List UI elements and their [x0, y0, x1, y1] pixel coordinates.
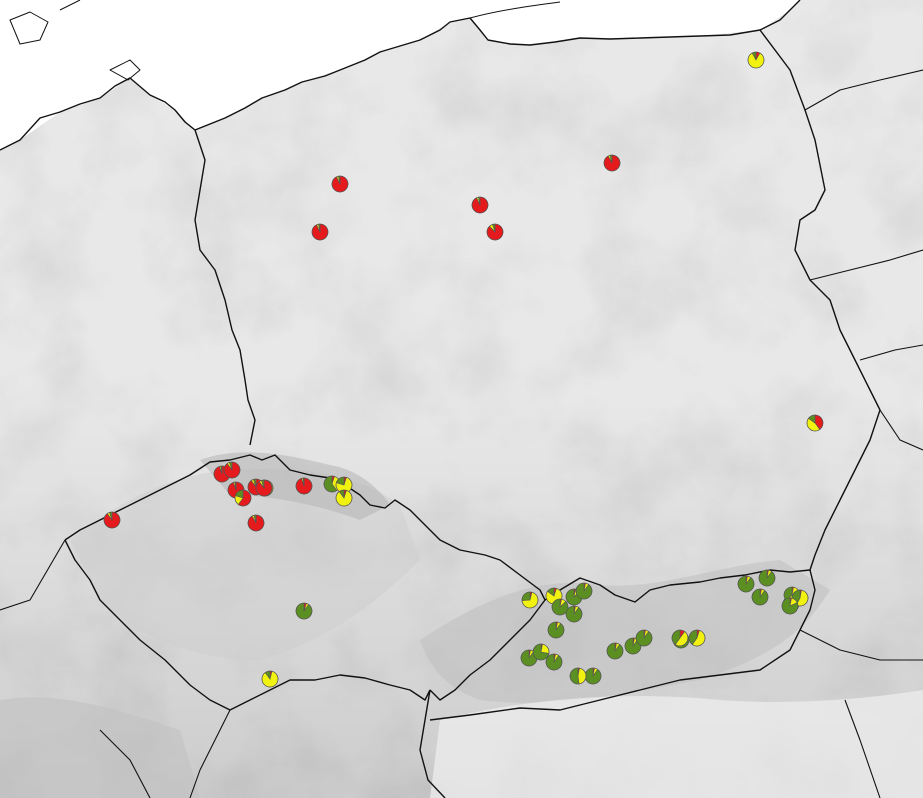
pie-outline [551, 598, 569, 616]
pie-marker-sk-20[interactable] [758, 569, 776, 587]
pie-marker-north-4[interactable] [311, 223, 329, 241]
pie-marker-north-3[interactable] [471, 196, 489, 214]
pie-marker-sudetes-2[interactable] [223, 461, 241, 479]
pie-outline [335, 489, 353, 507]
pie-marker-sk-19[interactable] [671, 629, 689, 647]
pie-marker-ne-border[interactable] [747, 51, 765, 69]
pie-outline [234, 489, 252, 507]
pie-outline [751, 588, 769, 606]
pie-outline [575, 582, 593, 600]
pie-marker-sudetes-12[interactable] [335, 489, 353, 507]
pie-outline [295, 602, 313, 620]
pie-marker-sk-6[interactable] [565, 605, 583, 623]
pie-outline [624, 637, 642, 655]
pie-outline [532, 643, 550, 661]
pie-chart-markers [103, 51, 824, 688]
pie-marker-north-2[interactable] [331, 175, 349, 193]
pie-marker-sudetes-8[interactable] [295, 477, 313, 495]
pie-marker-east-1[interactable] [806, 414, 824, 432]
pie-outline [688, 629, 706, 647]
pie-outline [545, 653, 563, 671]
pie-marker-sk-3[interactable] [551, 598, 569, 616]
pie-outline [103, 511, 121, 529]
pie-marker-sudetes-9[interactable] [103, 511, 121, 529]
pie-marker-sk-25[interactable] [781, 597, 799, 615]
pie-outline [547, 621, 565, 639]
pie-outline [747, 51, 765, 69]
pie-outline [635, 629, 653, 647]
pie-marker-sudetes-4[interactable] [234, 489, 252, 507]
pie-outline [486, 223, 504, 241]
pie-marker-sk-13[interactable] [569, 667, 587, 685]
pie-marker-sk-15[interactable] [635, 629, 653, 647]
pie-marker-sk-21[interactable] [751, 588, 769, 606]
pie-marker-sudetes-7[interactable] [247, 514, 265, 532]
pie-outline [606, 642, 624, 660]
pie-outline [671, 629, 689, 647]
pie-outline [781, 597, 799, 615]
alps-relief [0, 697, 200, 798]
pie-outline [569, 667, 587, 685]
bohemian-relief [70, 468, 420, 660]
pie-marker-sk-18[interactable] [688, 629, 706, 647]
pie-outline [565, 605, 583, 623]
pie-outline [261, 670, 279, 688]
pie-marker-sk-5[interactable] [575, 582, 593, 600]
pie-marker-sk-9[interactable] [532, 643, 550, 661]
pie-outline [521, 591, 539, 609]
hungary-plain [430, 690, 923, 798]
pie-marker-south-cz[interactable] [261, 670, 279, 688]
pie-outline [737, 575, 755, 593]
pie-outline [806, 414, 824, 432]
pie-outline [311, 223, 329, 241]
pie-outline [295, 477, 313, 495]
pie-outline [471, 196, 489, 214]
pie-marker-sk-1[interactable] [521, 591, 539, 609]
pie-outline [331, 175, 349, 193]
pie-marker-west-bohemia[interactable] [255, 479, 273, 497]
pie-outline [223, 461, 241, 479]
pie-marker-sk-7[interactable] [547, 621, 565, 639]
pie-marker-north-5[interactable] [486, 223, 504, 241]
pie-outline [603, 154, 621, 172]
pie-marker-north-1[interactable] [603, 154, 621, 172]
pie-outline [758, 569, 776, 587]
pie-marker-central-cz[interactable] [295, 602, 313, 620]
pie-marker-sk-10[interactable] [545, 653, 563, 671]
pie-marker-sk-12[interactable] [606, 642, 624, 660]
pie-outline [255, 479, 273, 497]
pie-marker-sk-17[interactable] [737, 575, 755, 593]
pie-marker-sk-11[interactable] [584, 667, 602, 685]
pie-outline [247, 514, 265, 532]
carpathian-relief [420, 560, 830, 703]
pie-marker-sudetes-11[interactable] [335, 476, 353, 494]
